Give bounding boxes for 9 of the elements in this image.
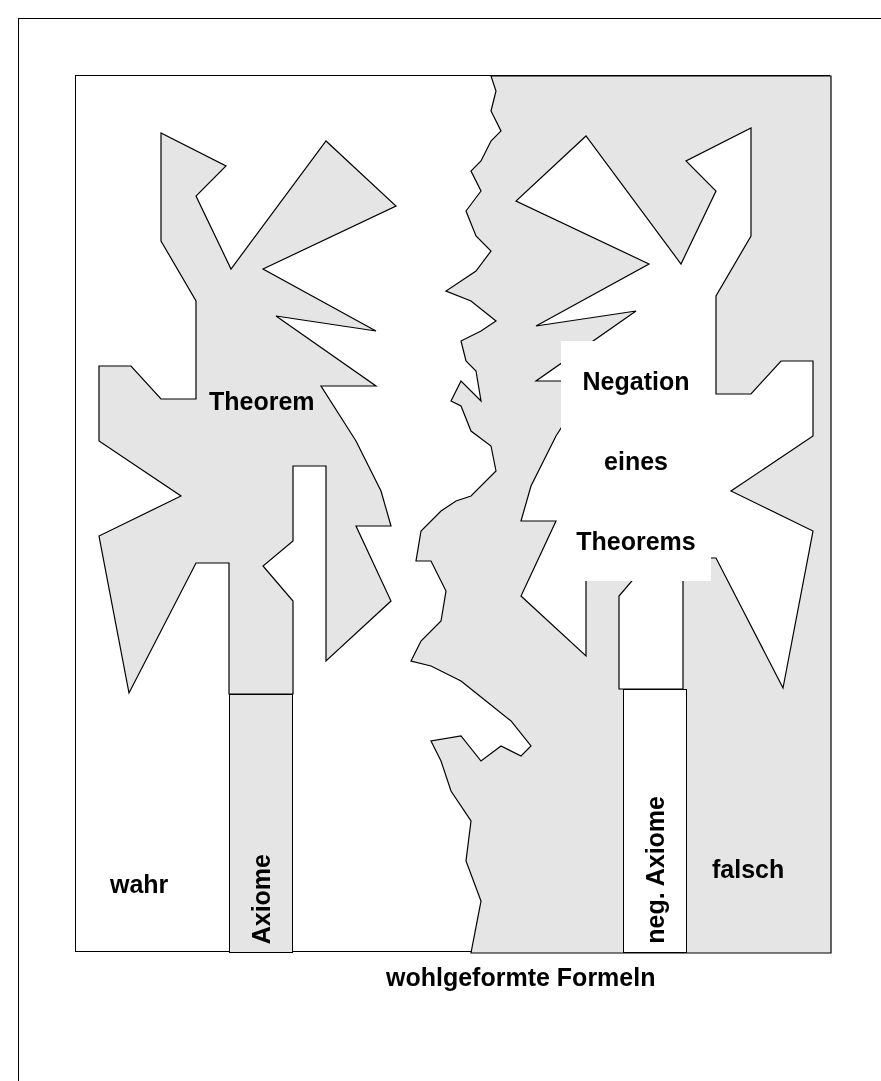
region-label: falsch bbox=[712, 855, 785, 884]
axiom-band bbox=[623, 689, 687, 953]
band-label: neg. Axiome bbox=[640, 796, 670, 944]
region-label: wahr bbox=[110, 870, 169, 899]
tree-label: Theorem bbox=[209, 386, 316, 417]
axiom-band bbox=[229, 694, 293, 953]
tree-label: Negation eines Theorems bbox=[561, 341, 711, 581]
band-label: Axiome bbox=[246, 853, 276, 944]
area-caption: wohlgeformte Formeln bbox=[386, 963, 656, 992]
